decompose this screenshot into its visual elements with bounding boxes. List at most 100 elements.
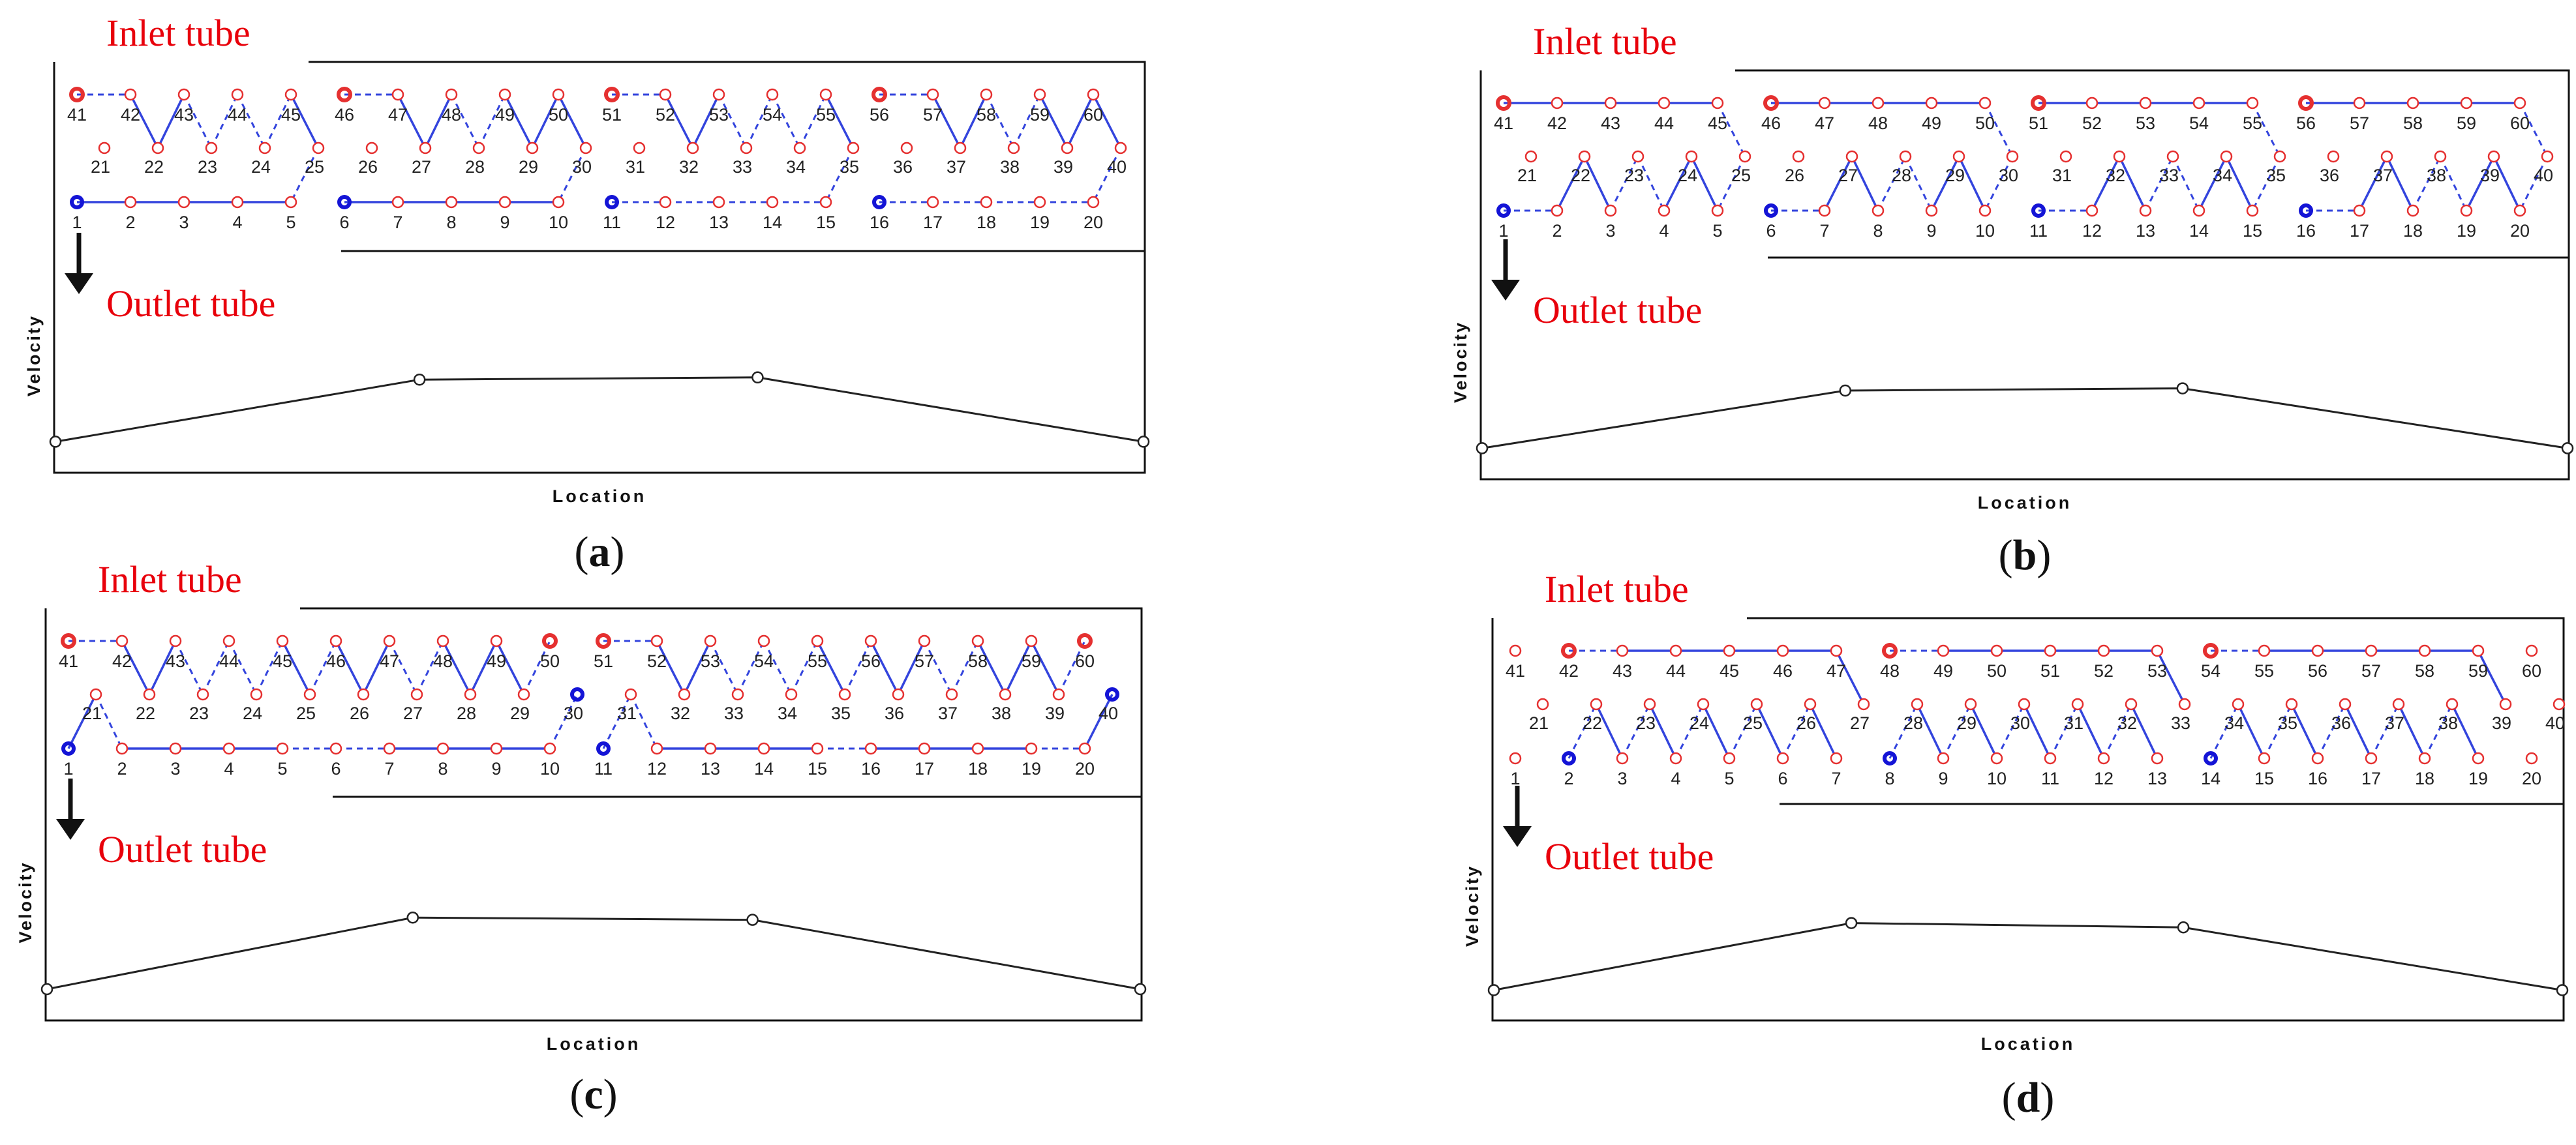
velocity-point bbox=[49, 436, 62, 448]
tube-marker bbox=[1604, 204, 1617, 217]
tube-number: 44 bbox=[228, 105, 247, 125]
tube-number: 44 bbox=[219, 651, 239, 671]
tube-number: 6 bbox=[339, 213, 349, 232]
inlet-tube-marker bbox=[1882, 643, 1898, 659]
tube-marker bbox=[2487, 150, 2500, 163]
tube-marker bbox=[1658, 97, 1671, 110]
tube-marker bbox=[472, 141, 485, 155]
tube-marker bbox=[864, 742, 877, 755]
tube-number: 30 bbox=[1999, 166, 2018, 185]
flow-line-solid bbox=[504, 94, 534, 149]
flow-line-solid bbox=[2198, 156, 2228, 211]
tube-marker bbox=[1792, 150, 1805, 163]
flow-line-solid bbox=[1066, 94, 1095, 149]
panel-caption: (a) bbox=[575, 528, 625, 576]
velocity-axis-label: Velocity bbox=[1462, 865, 1482, 947]
tube-number: 10 bbox=[1987, 769, 2007, 788]
caption-open: ( bbox=[569, 1071, 584, 1118]
tube-number: 50 bbox=[1987, 661, 2007, 681]
flow-line-solid bbox=[2477, 650, 2507, 705]
tube-number: 11 bbox=[2041, 769, 2059, 788]
tube-marker bbox=[819, 88, 832, 101]
tube-number: 3 bbox=[1617, 769, 1627, 788]
velocity-plot-frame bbox=[1479, 258, 2570, 481]
tube-marker bbox=[258, 141, 271, 155]
flow-line-solid bbox=[656, 640, 686, 695]
flow-line-solid bbox=[531, 94, 560, 149]
tube-number: 31 bbox=[2052, 166, 2072, 185]
tube-marker bbox=[1990, 644, 2003, 657]
velocity-point bbox=[406, 911, 419, 924]
tube-number: 33 bbox=[724, 704, 744, 723]
tube-marker bbox=[2285, 698, 2298, 711]
tube-number: 49 bbox=[487, 651, 506, 671]
flow-line-solid bbox=[442, 640, 472, 695]
tube-number: 47 bbox=[1815, 113, 1834, 133]
tube-marker bbox=[864, 634, 877, 647]
tube-number: 5 bbox=[277, 759, 287, 779]
tube-number: 51 bbox=[2029, 113, 2048, 133]
tube-number: 4 bbox=[232, 213, 242, 232]
tube-marker bbox=[98, 141, 111, 155]
tube-number: 18 bbox=[2415, 769, 2434, 788]
tube-marker bbox=[766, 196, 779, 209]
tube-marker bbox=[1669, 644, 1682, 657]
tube-marker bbox=[2460, 97, 2473, 110]
tube-number: 54 bbox=[2189, 113, 2209, 133]
tube-number: 8 bbox=[438, 759, 447, 779]
tube-marker bbox=[2472, 752, 2485, 765]
tube-number: 27 bbox=[1838, 166, 1858, 185]
flow-line-solid bbox=[121, 640, 151, 695]
tube-number: 8 bbox=[1885, 769, 1894, 788]
tube-marker bbox=[2220, 150, 2233, 163]
tube-number: 58 bbox=[2415, 661, 2434, 681]
flow-line-solid bbox=[2023, 704, 2052, 759]
flow-line-solid bbox=[2091, 156, 2121, 211]
tube-marker bbox=[436, 634, 449, 647]
tube-number: 9 bbox=[500, 213, 509, 232]
tube-marker bbox=[124, 196, 137, 209]
tube-number: 6 bbox=[331, 759, 341, 779]
tube-marker bbox=[1723, 752, 1736, 765]
tube-marker bbox=[980, 88, 993, 101]
flow-line-solid bbox=[1092, 94, 1122, 149]
flow-line-solid bbox=[2130, 704, 2159, 759]
tube-number: 50 bbox=[540, 651, 560, 671]
tube-number: 29 bbox=[1945, 166, 1965, 185]
tube-marker bbox=[1087, 88, 1100, 101]
outlet-arrow-head bbox=[1491, 280, 1520, 301]
tube-number: 29 bbox=[1957, 713, 1977, 733]
tube-number: 59 bbox=[2468, 661, 2488, 681]
tube-number: 26 bbox=[358, 157, 378, 177]
tube-marker bbox=[980, 196, 993, 209]
tube-number: 18 bbox=[977, 213, 996, 232]
tube-marker bbox=[196, 688, 209, 701]
flow-line-solid bbox=[2344, 704, 2372, 759]
tube-number: 23 bbox=[1636, 713, 1656, 733]
tube-number: 24 bbox=[243, 704, 262, 723]
flow-line-solid bbox=[2237, 704, 2265, 759]
tube-marker bbox=[1551, 204, 1564, 217]
tube-marker bbox=[971, 634, 984, 647]
tube-number: 14 bbox=[2189, 221, 2209, 241]
inlet-tube-marker bbox=[596, 633, 611, 649]
tube-number: 14 bbox=[763, 213, 782, 232]
tube-number: 42 bbox=[112, 651, 132, 671]
tube-marker bbox=[624, 688, 637, 701]
tube-number: 13 bbox=[701, 759, 720, 779]
tube-number: 37 bbox=[947, 157, 966, 177]
tube-number: 38 bbox=[992, 704, 1011, 723]
tube-marker bbox=[2365, 752, 2378, 765]
tube-marker bbox=[1697, 698, 1710, 711]
tube-number: 57 bbox=[915, 651, 934, 671]
tube-marker bbox=[1033, 88, 1046, 101]
tube-number: 21 bbox=[82, 704, 102, 723]
tube-marker bbox=[757, 634, 770, 647]
tube-marker bbox=[177, 196, 190, 209]
flow-line-solid bbox=[2451, 704, 2479, 759]
tube-marker bbox=[2192, 97, 2205, 110]
tube-number: 30 bbox=[572, 157, 592, 177]
flow-line-solid bbox=[129, 94, 159, 149]
tube-marker bbox=[2311, 644, 2324, 657]
